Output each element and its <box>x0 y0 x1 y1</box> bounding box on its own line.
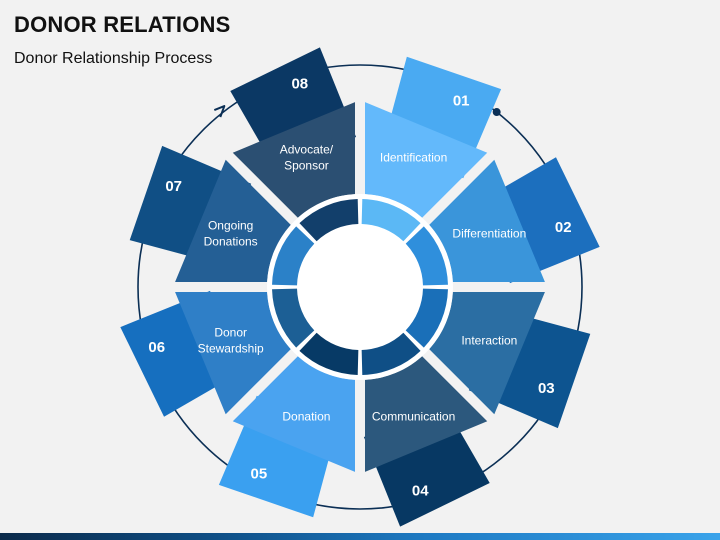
center-ring-arc-7 <box>272 226 315 286</box>
step-label-01: Identification <box>380 151 447 165</box>
outer-guide-ring <box>137 64 583 510</box>
step-label-02: Differentiation <box>452 226 526 240</box>
center-ring-arc-1 <box>361 199 421 242</box>
center-ring <box>267 194 453 380</box>
step-segment-05 <box>232 356 356 472</box>
center-ring-arc-6 <box>272 288 315 348</box>
step-segment-02 <box>429 159 545 283</box>
step-number-04: 04 <box>412 482 429 499</box>
step-number-08: 08 <box>291 76 308 93</box>
step-label-06: Donor <box>214 326 247 340</box>
step-label-07: Ongoing <box>208 218 253 232</box>
step-label-05: Donation <box>282 409 330 423</box>
center-ring-arc-2 <box>405 226 448 286</box>
step-number-01: 01 <box>453 93 470 110</box>
step-segment-08 <box>232 102 356 218</box>
step-segment-03 <box>429 291 545 415</box>
guide-arrow-icon <box>213 105 226 118</box>
center-ring-arc-4 <box>361 332 421 375</box>
step-label-08: Sponsor <box>284 159 329 173</box>
guide-start-dot <box>492 108 501 117</box>
center-ring-arc-3 <box>405 288 448 348</box>
step-label-07: Donations <box>204 234 258 248</box>
center-ring-arc-8 <box>299 199 359 242</box>
center-ring-arc-5 <box>299 332 359 375</box>
step-number-07: 07 <box>165 178 182 195</box>
step-label-06: Stewardship <box>198 342 264 356</box>
step-segment-07 <box>175 159 291 283</box>
step-number-05: 05 <box>250 465 267 482</box>
page-subtitle: Donor Relationship Process <box>14 50 213 67</box>
center-hole <box>298 225 422 349</box>
step-segment-04 <box>364 356 488 472</box>
step-segment-01 <box>364 102 488 218</box>
guide-circle <box>137 64 583 510</box>
step-label-04: Communication <box>372 409 455 423</box>
step-segments <box>175 102 545 472</box>
step-number-02: 02 <box>555 219 572 236</box>
step-number-06: 06 <box>148 339 165 356</box>
step-segment-06 <box>175 291 291 415</box>
step-label-08: Advocate/ <box>280 143 334 157</box>
footer-accent-bar <box>0 533 720 540</box>
step-number-03: 03 <box>538 380 555 397</box>
page-title: DONOR RELATIONS <box>14 12 231 37</box>
step-label-03: Interaction <box>461 334 517 348</box>
